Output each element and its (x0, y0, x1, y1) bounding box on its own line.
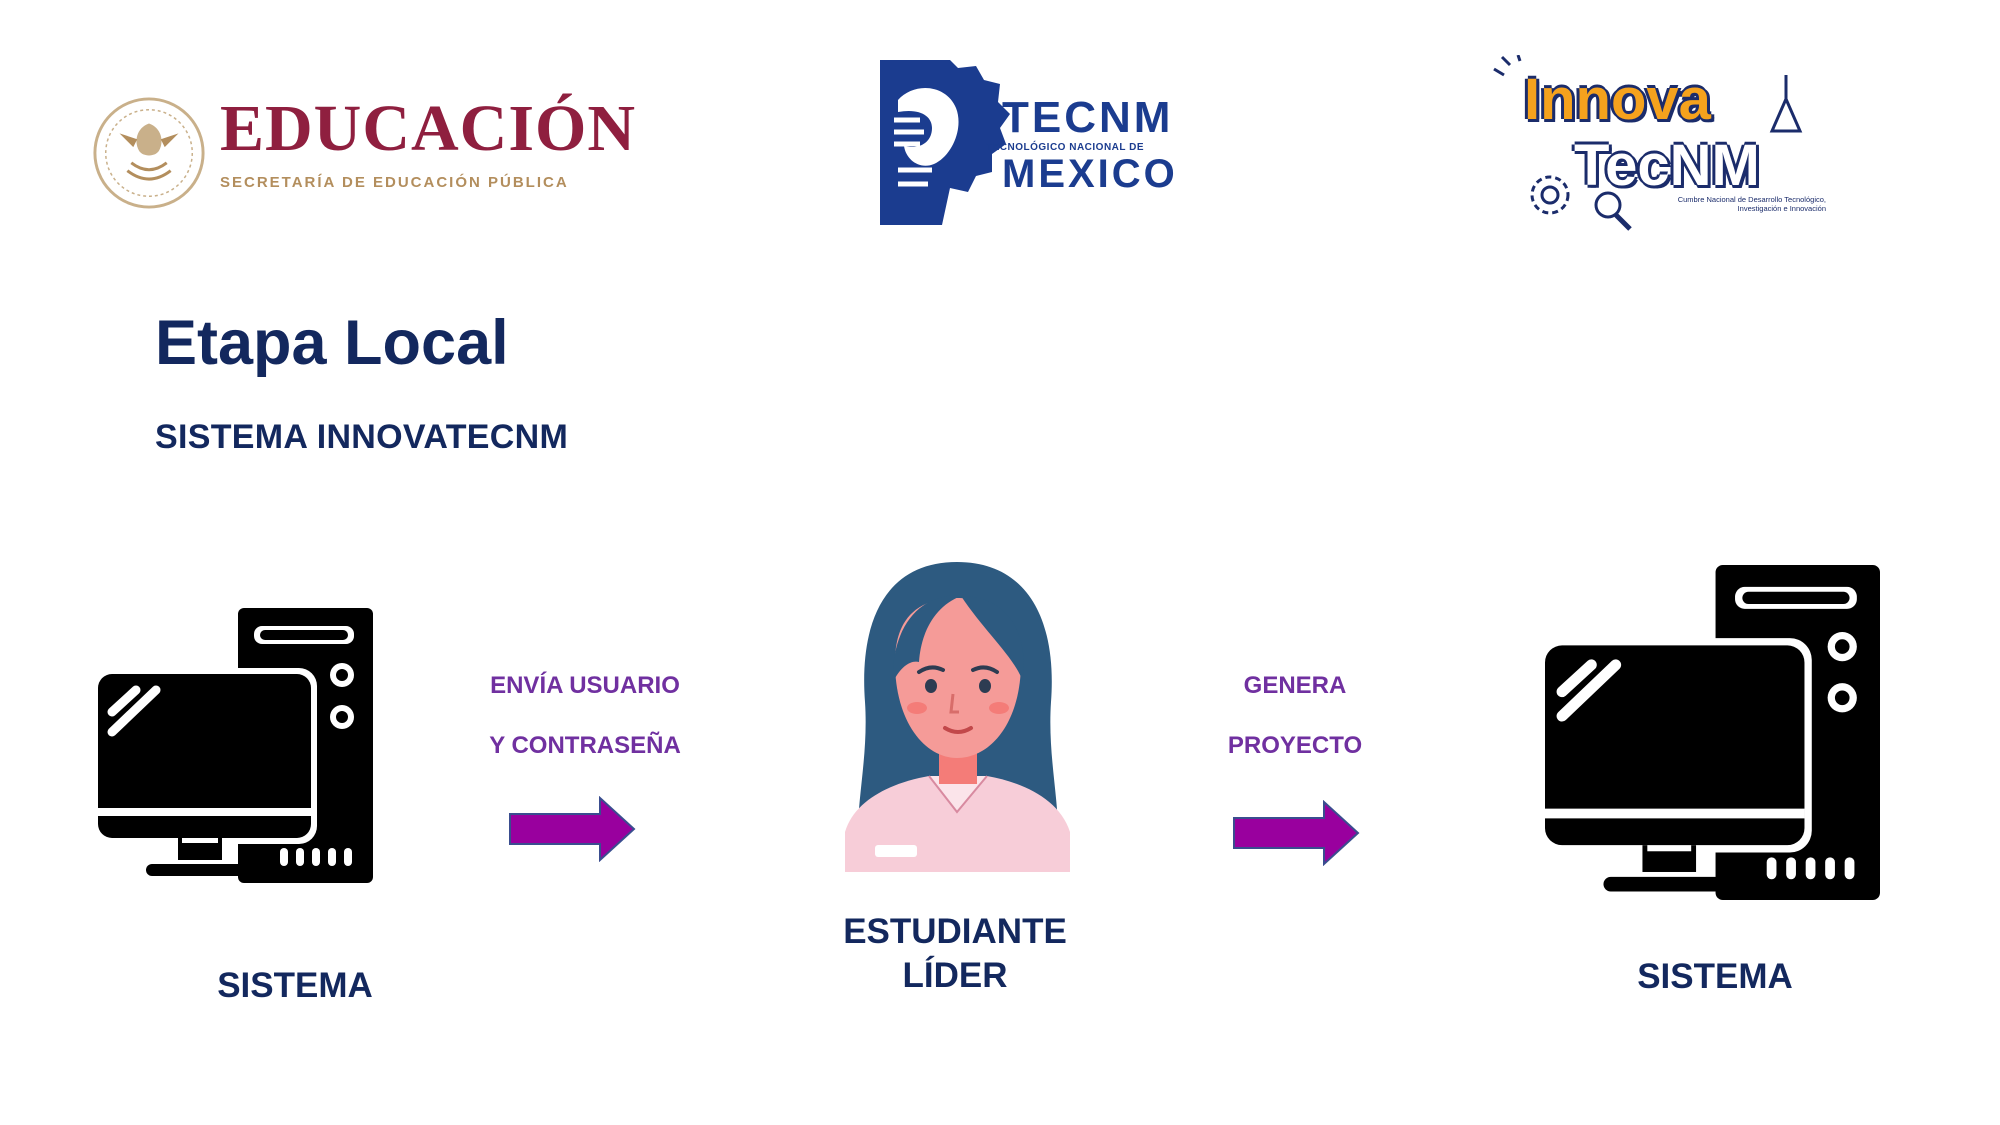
innova-tecnm-logo: Innova TecNM Cumbre Nacional de Desarrol… (1490, 55, 1826, 235)
page-subtitle: SISTEMA INNOVATECNM (155, 418, 569, 456)
node-label-sistema-right: SISTEMA (1637, 957, 1793, 996)
arrow-right-icon (1233, 800, 1360, 866)
tecnm-line1: TECNM (1002, 93, 1174, 142)
sep-wordmark: EDUCACIÓN (220, 92, 637, 165)
desktop-computer-icon (98, 608, 373, 883)
node-label-sistema-left: SISTEMA (217, 966, 373, 1005)
arrow-right-icon (509, 796, 636, 862)
node-label-line2: LÍDER (902, 955, 1008, 995)
edge-label-genera-line1: GENERA (1243, 672, 1347, 699)
desktop-computer-icon (1545, 565, 1880, 900)
sep-logo: EDUCACIÓN SECRETARÍA DE EDUCACIÓN PÚBLIC… (90, 90, 650, 220)
node-label-estudiante: ESTUDIANTE LÍDER (805, 910, 1105, 998)
innova-word1: Innova (1524, 67, 1711, 132)
node-label-line1: ESTUDIANTE (843, 912, 1067, 951)
edge-label-genera-line2: PROYECTO (1227, 732, 1363, 759)
innova-decoration-icon (1493, 55, 1803, 231)
page-title: Etapa Local (155, 308, 509, 378)
sep-subtitle: SECRETARÍA DE EDUCACIÓN PÚBLICA (220, 174, 569, 191)
edge-label-envia-line2: Y CONTRASEÑA (489, 732, 681, 759)
innova-caption: Cumbre Nacional de Desarrollo Tecnológic… (1677, 195, 1826, 214)
tecnm-line2: TECNOLÓGICO NACIONAL DE (986, 142, 1144, 153)
edge-label-envia-line1: ENVÍA USUARIO (490, 672, 680, 699)
mexican-seal-icon (93, 97, 205, 209)
tecnm-line3: MEXICO (1002, 152, 1178, 196)
tecnm-logo: TECNM TECNOLÓGICO NACIONAL DE MEXICO (880, 60, 1175, 230)
tecnm-gear-icon (880, 60, 1010, 225)
innova-word2: TecNM (1574, 133, 1760, 198)
student-avatar-icon (845, 562, 1070, 872)
